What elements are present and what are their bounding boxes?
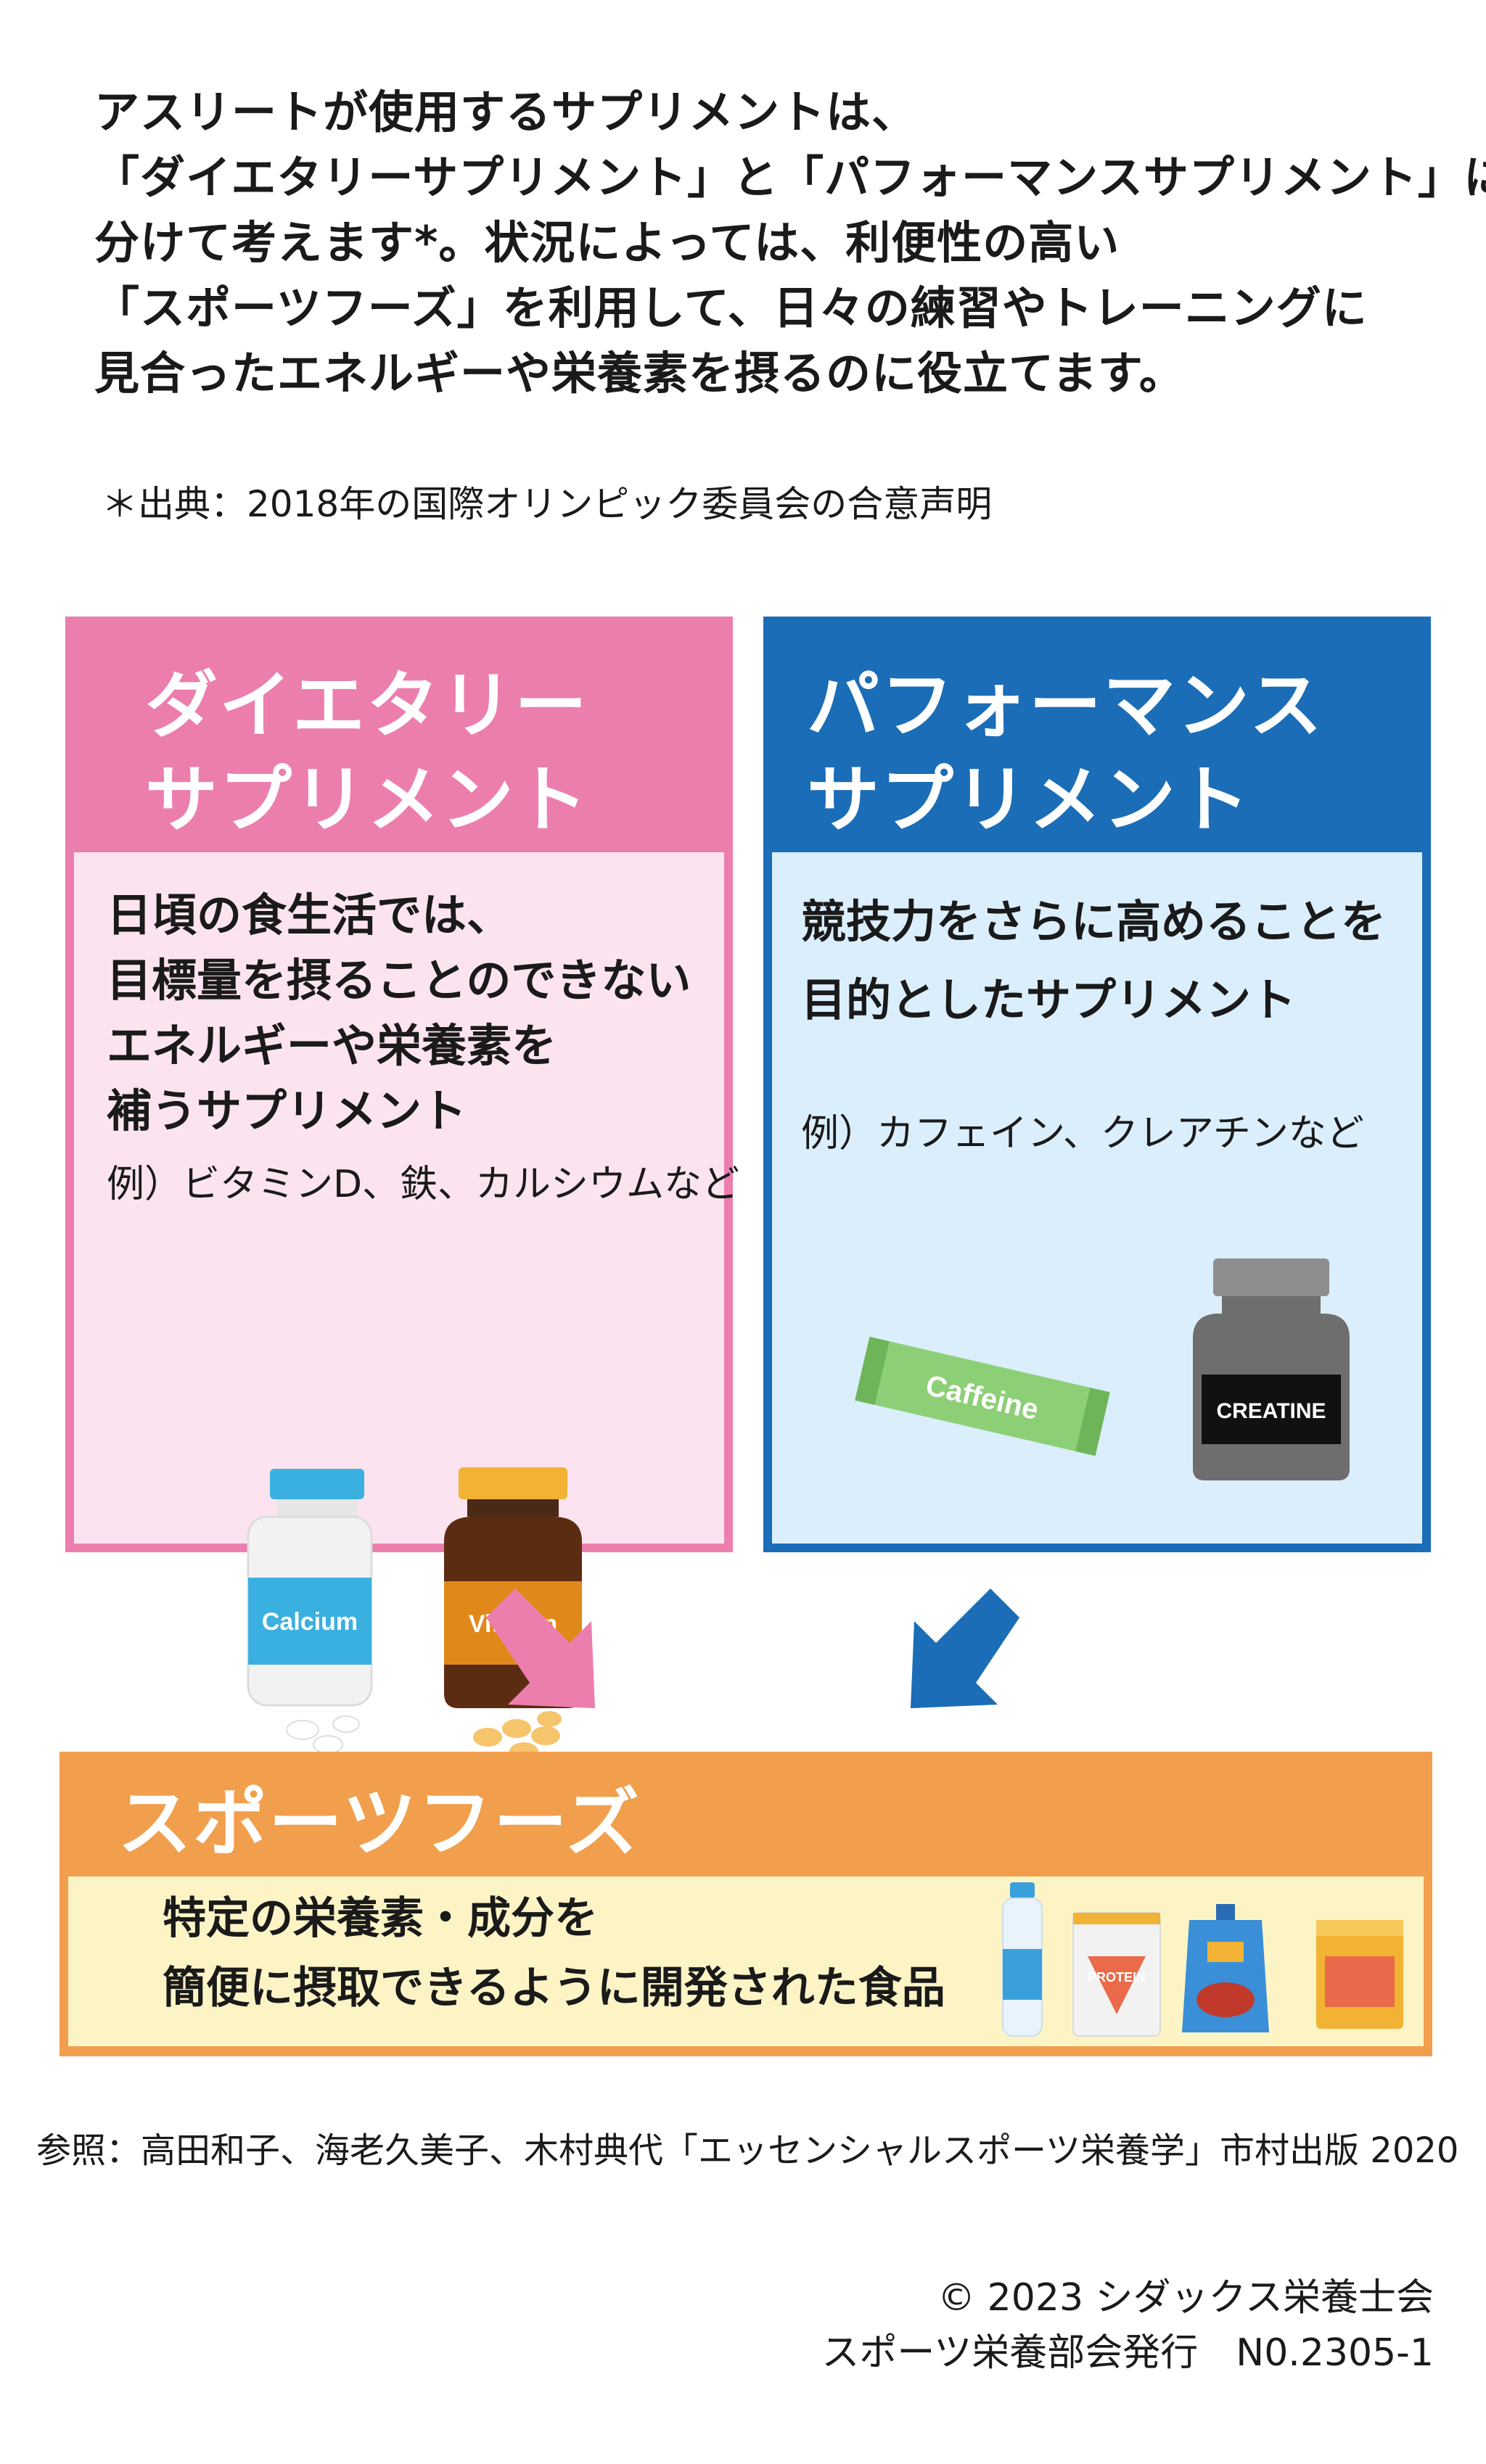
drink-bottle-icon <box>1002 1882 1043 2037</box>
calcium-label: Calcium <box>262 1608 358 1636</box>
performance-supplements-illustration: Caffeine CREATINE <box>855 1258 1350 1480</box>
performance-content: 競技力をさらに高めることを 目的としたサプリメント 例）カフェイン、クレアチンな… <box>772 852 1422 1544</box>
dietary-desc-line: 日頃の食生活では、 <box>107 889 512 941</box>
source-note: ＊出典：2018年の国際オリンピック委員会の合意声明 <box>102 483 993 525</box>
dietary-example: 例）ビタミンD、鉄、カルシウムなど <box>107 1163 740 1206</box>
credit-block: © 2023 シダックス栄養士会 スポーツ栄養部会発行 N0.2305-1 <box>821 2270 1434 2381</box>
creatine-jar-icon: CREATINE <box>1193 1258 1350 1480</box>
intro-line: 見合ったエネルギーや栄養素を摂るのに役立てます。 <box>94 347 1185 400</box>
blue-arrow-icon <box>911 1589 1019 1708</box>
performance-desc-line: 目的としたサプリメント <box>801 973 1297 1026</box>
pink-arrow-icon <box>486 1589 595 1708</box>
dietary-title-line: ダイエタリー <box>145 663 588 748</box>
performance-description: 競技力をさらに高めることを 目的としたサプリメント <box>801 883 1386 1039</box>
sports-foods-box: スポーツフーズ 特定の栄養素・成分を 簡便に摂取できるように開発された食品 PR… <box>59 1752 1432 2056</box>
sports-foods-illustration: PROTEIN <box>1002 1882 1403 2037</box>
sports-foods-content: 特定の栄養素・成分を 簡便に摂取できるように開発された食品 PROTEIN <box>68 1876 1424 2046</box>
intro-paragraph: アスリートが使用するサプリメントは、 「ダイエタリーサプリメント」と「パフォーマ… <box>94 80 1486 406</box>
sports-foods-desc-line: 特定の栄養素・成分を <box>163 1893 598 1944</box>
performance-desc-line: 競技力をさらに高めることを <box>801 895 1387 948</box>
protein-label: PROTEIN <box>1088 1970 1146 1985</box>
snack-box-icon <box>1316 1920 1403 2029</box>
dietary-content: 日頃の食生活では、 目標量を摂ることのできない エネルギーや栄養素を 補うサプリ… <box>74 852 739 1761</box>
performance-title-line: パフォーマンス <box>807 663 1323 748</box>
sports-foods-desc-line: 簡便に摂取できるように開発された食品 <box>163 1963 945 2014</box>
dietary-title: ダイエタリー サプリメント <box>145 659 589 847</box>
intro-line: 「ダイエタリーサプリメント」と「パフォーマンスサプリメント」に <box>94 151 1486 204</box>
copyright-line: © 2023 シダックス栄養士会 <box>937 2276 1434 2320</box>
publication-line: スポーツ栄養部会発行 N0.2305-1 <box>821 2331 1434 2375</box>
intro-line: 「スポーツフーズ」を利用して、日々の練習やトレーニングに <box>94 281 1368 334</box>
dietary-desc-line: 補うサプリメント <box>107 1084 467 1137</box>
performance-supplement-box: パフォーマンス サプリメント 競技力をさらに高めることを 目的としたサプリメント… <box>763 617 1431 1552</box>
dietary-supplement-box: ダイエタリー サプリメント 日頃の食生活では、 目標量を摂ることのできない エネ… <box>65 617 739 1761</box>
sports-foods-description: 特定の栄養素・成分を 簡便に摂取できるように開発された食品 <box>163 1884 945 2023</box>
caffeine-stick-icon: Caffeine <box>855 1336 1110 1456</box>
creatine-label: CREATINE <box>1216 1399 1326 1423</box>
dietary-desc-line: 目標量を摂ることのできない <box>107 954 691 1007</box>
performance-example: 例）カフェイン、クレアチンなど <box>801 1112 1364 1155</box>
intro-line: アスリートが使用するサプリメントは、 <box>94 86 918 139</box>
dietary-desc-line: エネルギーや栄養素を <box>107 1019 557 1072</box>
dietary-description: 日頃の食生活では、 目標量を摂ることのできない エネルギーや栄養素を 補うサプリ… <box>107 883 691 1144</box>
performance-title: パフォーマンス サプリメント <box>807 659 1323 847</box>
calcium-bottle-icon: Calcium <box>247 1469 373 1707</box>
dietary-title-line: サプリメント <box>145 757 589 842</box>
jelly-pouch-icon <box>1182 1904 1269 2032</box>
reference-text: 参照：高田和子、海老久美子、木村典代「エッセンシャルスポーツ栄養学」市村出版 2… <box>36 2130 1459 2171</box>
sports-foods-title: スポーツフーズ <box>118 1781 641 1867</box>
performance-title-line: サプリメント <box>807 757 1251 842</box>
protein-pouch-icon: PROTEIN <box>1072 1912 1161 2037</box>
intro-line: 分けて考えます*。状況によっては、利便性の高い <box>94 216 1120 269</box>
